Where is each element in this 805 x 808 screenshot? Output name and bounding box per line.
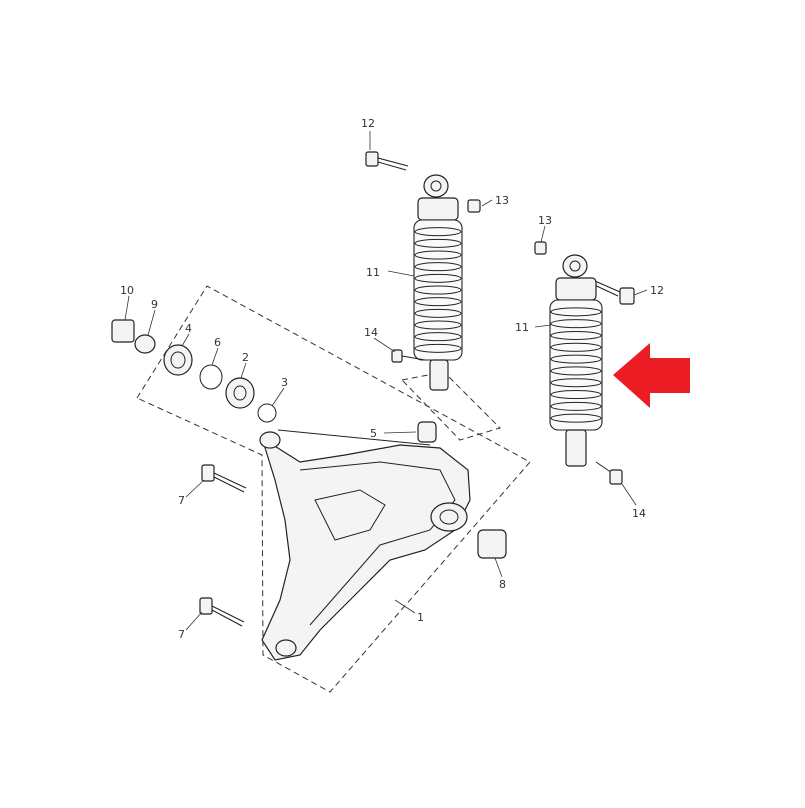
callout-12-right: 12	[650, 284, 664, 297]
callout-8: 8	[499, 578, 506, 591]
spring-coil	[550, 378, 602, 388]
spring-coil	[550, 366, 602, 376]
callout-5: 5	[370, 427, 377, 440]
spring-coil	[550, 390, 602, 400]
callout-13-right: 13	[538, 214, 552, 227]
spring-coil	[550, 319, 602, 329]
shock-absorber-right	[534, 241, 635, 485]
shock-mount-group-outline	[400, 371, 501, 441]
bush-8	[477, 529, 507, 559]
callout-12-left: 12	[361, 117, 375, 130]
swing-arm	[259, 429, 471, 661]
callout-10: 10	[120, 284, 134, 297]
collar-5	[417, 421, 437, 443]
callout-2: 2	[242, 351, 249, 364]
spring-coil	[550, 307, 602, 317]
pointer-arrow-icon	[613, 343, 690, 408]
oil-seal-4	[163, 344, 193, 376]
spring-coil	[414, 308, 462, 318]
callout-9: 9	[151, 298, 158, 311]
callout-1: 1	[417, 611, 424, 624]
washer-9	[134, 334, 156, 354]
callout-4: 4	[185, 322, 192, 335]
pivot-parts	[111, 319, 277, 423]
swingarm-group-outline	[136, 285, 531, 693]
callout-3: 3	[281, 376, 288, 389]
spring-coil	[414, 227, 462, 237]
callout-13-left: 13	[495, 194, 509, 207]
spring-coil	[550, 330, 602, 340]
leader-lines	[124, 131, 648, 631]
callout-labels: 12 13 11 14 13 12 11 14 10 9 4 6 2 3 5 7…	[120, 117, 664, 641]
seal-ring-3	[257, 403, 277, 423]
spring-coil	[550, 354, 602, 364]
callout-14-right: 14	[632, 507, 646, 520]
spring-coil	[414, 332, 462, 342]
spring-coil	[550, 342, 602, 352]
callout-7-top: 7	[178, 494, 185, 507]
spring-coil	[550, 413, 602, 423]
nut-10	[111, 319, 135, 343]
spring-coil	[414, 285, 462, 295]
callout-14-left: 14	[364, 326, 378, 339]
bearing-2	[225, 377, 255, 409]
shock-absorber-left	[365, 151, 481, 391]
bolts-7	[199, 464, 247, 627]
spring-coil	[414, 250, 462, 260]
spring-coil	[414, 262, 462, 272]
spring-coil	[414, 297, 462, 307]
circlip-6	[199, 364, 223, 390]
callout-11-right: 11	[515, 321, 529, 334]
spring-coil	[414, 320, 462, 330]
callout-11-left: 11	[366, 266, 380, 279]
spring-coil	[414, 273, 462, 283]
callout-7-bottom: 7	[178, 628, 185, 641]
spring-coil	[414, 238, 462, 248]
spring-coil	[550, 401, 602, 411]
spring-coil	[414, 343, 462, 353]
callout-6: 6	[214, 336, 221, 349]
